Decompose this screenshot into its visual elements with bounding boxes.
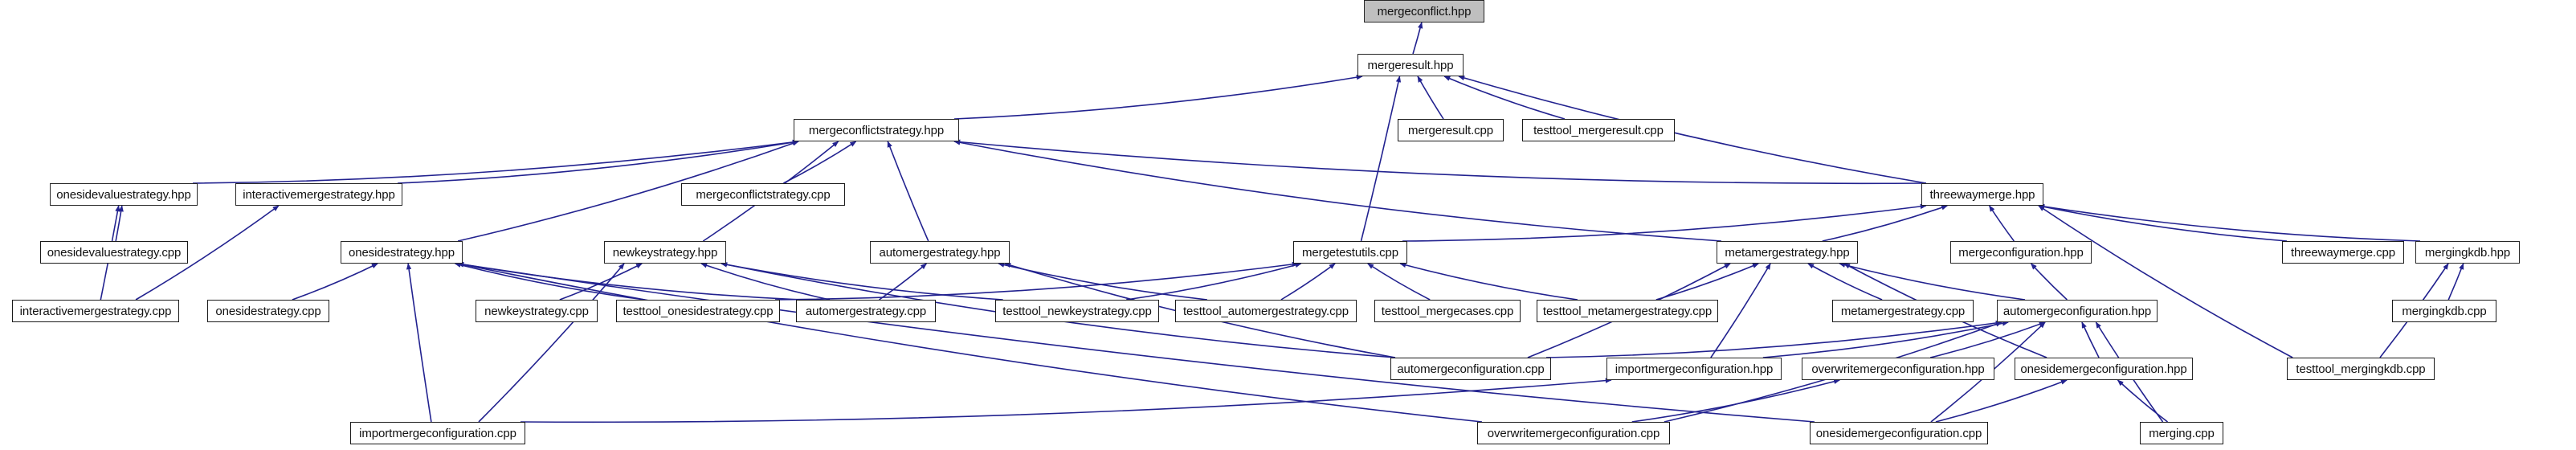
- graph-edge: [520, 378, 1612, 423]
- graph-edge: [1822, 205, 1949, 242]
- graph-node-metamergestrategy-cpp[interactable]: metamergestrategy.cpp: [1832, 300, 1974, 322]
- graph-node-automergestrategy-hpp[interactable]: automergestrategy.hpp: [870, 241, 1010, 264]
- graph-edge: [1807, 263, 1883, 301]
- graph-node-metamergestrategy-hpp[interactable]: metamergestrategy.hpp: [1717, 241, 1858, 264]
- graph-node-automergeconfiguration-cpp[interactable]: automergeconfiguration.cpp: [1390, 358, 1551, 380]
- graph-node-overwritemergeconfiguration-hpp[interactable]: overwritemergeconfiguration.hpp: [1802, 358, 1994, 380]
- graph-edge: [1126, 262, 1302, 301]
- graph-node-mergeconflictstrategy-cpp[interactable]: mergeconflictstrategy.cpp: [681, 183, 845, 206]
- graph-node-onesidemergeconfiguration-cpp[interactable]: onesidemergeconfiguration.cpp: [1810, 422, 1988, 444]
- graph-edge: [1655, 263, 1759, 301]
- graph-edge: [1545, 320, 2002, 358]
- graph-node-testtool-mergeresult-cpp[interactable]: testtool_mergeresult.cpp: [1522, 119, 1675, 141]
- graph-edge: [783, 141, 857, 184]
- graph-edge: [2117, 379, 2169, 423]
- graph-node-newkeystrategy-hpp[interactable]: newkeystrategy.hpp: [604, 241, 726, 264]
- graph-edge: [2038, 204, 2288, 242]
- graph-node-mergeconflictstrategy-hpp[interactable]: mergeconflictstrategy.hpp: [794, 119, 959, 141]
- graph-edge: [406, 263, 432, 423]
- graph-edge: [1280, 263, 1336, 301]
- graph-node-onesidestrategy-cpp[interactable]: onesidestrategy.cpp: [207, 300, 329, 322]
- graph-edge: [1935, 379, 2068, 423]
- graph-edge: [721, 262, 1003, 301]
- graph-edge: [397, 140, 799, 184]
- graph-edge: [478, 263, 625, 423]
- graph-node-mergeconflict-hpp[interactable]: mergeconflict.hpp: [1364, 0, 1484, 22]
- graph-edge: [2038, 203, 2421, 242]
- graph-node-merging-cpp[interactable]: merging.cpp: [2140, 422, 2223, 444]
- graph-node-mergingkdb-hpp[interactable]: mergingkdb.hpp: [2415, 241, 2520, 264]
- graph-node-testtool-automergestrategy-cpp[interactable]: testtool_automergestrategy.cpp: [1175, 300, 1357, 322]
- graph-edge: [1360, 76, 1402, 242]
- graph-node-testtool-mergingkdb-cpp[interactable]: testtool_mergingkdb.cpp: [2287, 358, 2435, 380]
- graph-edge: [454, 262, 645, 301]
- graph-edge: [1839, 262, 2026, 301]
- graph-node-interactivemergestrategy-hpp[interactable]: interactivemergestrategy.hpp: [235, 183, 402, 206]
- graph-edge: [292, 263, 378, 301]
- graph-node-testtool-onesidestrategy-cpp[interactable]: testtool_onesidestrategy.cpp: [616, 300, 780, 322]
- graph-edge: [700, 263, 831, 301]
- graph-node-threewaymerge-cpp[interactable]: threewaymerge.cpp: [2282, 241, 2404, 264]
- graph-edge: [774, 261, 1299, 301]
- graph-edge: [1710, 263, 1771, 358]
- graph-edge: [1929, 321, 2046, 358]
- graph-edge: [953, 140, 1722, 242]
- graph-node-onesidevaluestrategy-cpp[interactable]: onesidevaluestrategy.cpp: [40, 241, 188, 264]
- graph-node-onesidemergeconfiguration-hpp[interactable]: onesidemergeconfiguration.hpp: [2015, 358, 2193, 380]
- graph-edge: [953, 139, 1927, 185]
- graph-edge: [2447, 263, 2464, 301]
- graph-edge: [953, 75, 1363, 120]
- graph-node-testtool-metamergestrategy-cpp[interactable]: testtool_metamergestrategy.cpp: [1537, 300, 1718, 322]
- graph-node-testtool-mergecases-cpp[interactable]: testtool_mergecases.cpp: [1374, 300, 1521, 322]
- graph-edge: [1631, 378, 1841, 423]
- graph-node-automergeconfiguration-hpp[interactable]: automergeconfiguration.hpp: [1997, 300, 2158, 322]
- graph-edge: [115, 205, 124, 242]
- graph-edge: [457, 262, 1483, 423]
- graph-edge: [457, 261, 1815, 423]
- graph-node-mergetestutils-cpp[interactable]: mergetestutils.cpp: [1293, 241, 1407, 264]
- graph-edge: [1412, 22, 1423, 55]
- graph-edge: [1367, 263, 1431, 301]
- graph-node-threewaymerge-hpp[interactable]: threewaymerge.hpp: [1921, 183, 2043, 206]
- graph-node-onesidestrategy-hpp[interactable]: onesidestrategy.hpp: [341, 241, 463, 264]
- graph-node-mergeresult-cpp[interactable]: mergeresult.cpp: [1398, 119, 1504, 141]
- graph-edge: [1402, 203, 1927, 242]
- graph-edge: [1443, 76, 1566, 120]
- graph-node-interactivemergestrategy-cpp[interactable]: interactivemergestrategy.cpp: [12, 300, 179, 322]
- graph-edge: [879, 263, 928, 301]
- graph-node-onesidevaluestrategy-hpp[interactable]: onesidevaluestrategy.hpp: [50, 183, 198, 206]
- graph-node-mergingkdb-cpp[interactable]: mergingkdb.cpp: [2392, 300, 2496, 322]
- graph-node-mergeconfiguration-hpp[interactable]: mergeconfiguration.hpp: [1950, 241, 2092, 264]
- graph-edge: [1762, 321, 2009, 358]
- graph-node-mergeresult-hpp[interactable]: mergeresult.hpp: [1357, 54, 1464, 76]
- graph-edge: [559, 263, 643, 301]
- graph-node-newkeystrategy-cpp[interactable]: newkeystrategy.cpp: [476, 300, 598, 322]
- graph-edge: [1399, 262, 1578, 301]
- graph-edge: [1988, 205, 2015, 242]
- graph-edge: [2038, 205, 2293, 358]
- graph-edge: [887, 141, 929, 242]
- graph-node-importmergeconfiguration-hpp[interactable]: importmergeconfiguration.hpp: [1606, 358, 1782, 380]
- graph-node-automergestrategy-cpp[interactable]: automergestrategy.cpp: [796, 300, 936, 322]
- graph-edge: [1417, 76, 1444, 120]
- graph-node-importmergeconfiguration-cpp[interactable]: importmergeconfiguration.cpp: [350, 422, 525, 444]
- graph-edge: [998, 262, 1208, 301]
- graph-node-overwritemergeconfiguration-cpp[interactable]: overwritemergeconfiguration.cpp: [1477, 422, 1670, 444]
- graph-edge: [2031, 263, 2068, 301]
- graph-edge: [2081, 321, 2100, 358]
- graph-edge: [192, 139, 799, 184]
- graph-node-testtool-newkeystrategy-cpp[interactable]: testtool_newkeystrategy.cpp: [995, 300, 1159, 322]
- graph-edge: [457, 262, 802, 301]
